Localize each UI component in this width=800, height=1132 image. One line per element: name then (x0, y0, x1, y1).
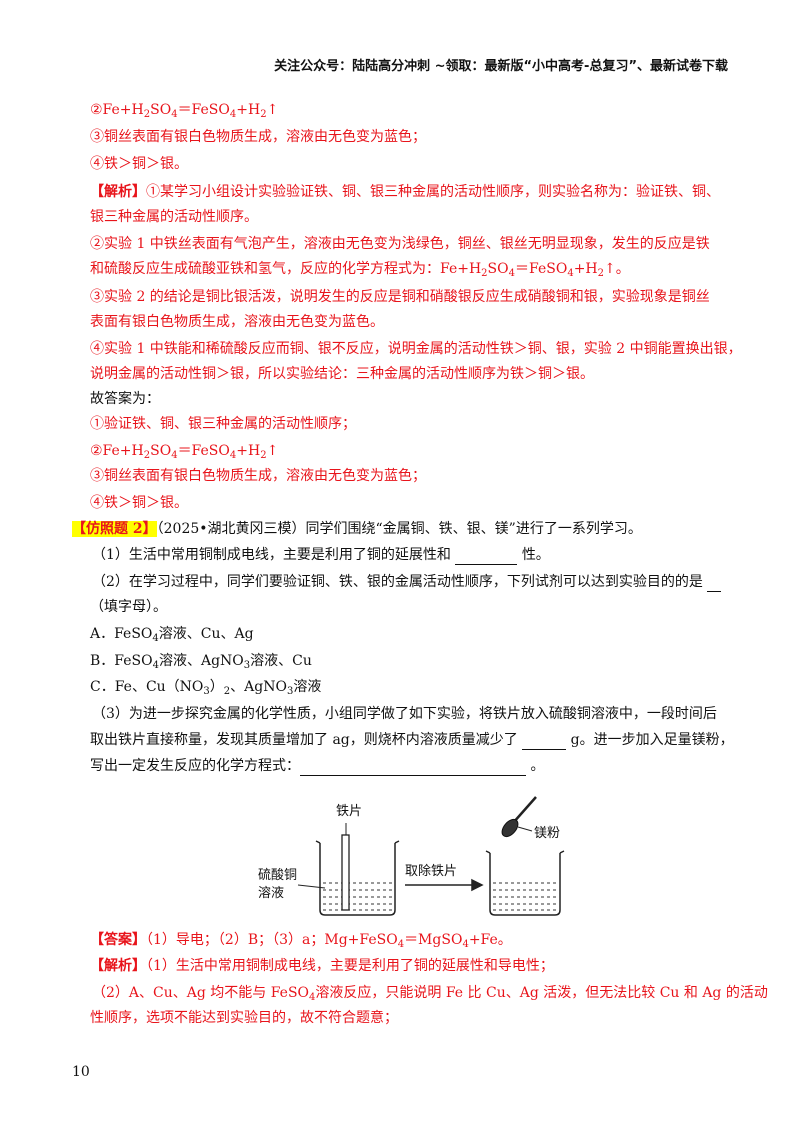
conclusion-item-2: ②Fe+H2SO4＝FeSO4+H2↑ (90, 443, 279, 461)
answer-item-2: ②Fe+H2SO4＝FeSO4+H2↑ (90, 102, 279, 120)
option-a: A．FeSO4溶液、Cu、Ag (90, 626, 254, 644)
answer-tag: 【答案】 (90, 932, 146, 948)
analysis-2-tag: 【解析】 (90, 958, 146, 974)
page-header: 关注公众号：陆陆高分冲刺 ~领取：最新版“小中高考-总复习”、最新试卷下载 (274, 59, 728, 74)
page-number: 10 (72, 1064, 90, 1080)
answer-item-3: ③铜丝表面有银白色物质生成，溶液由无色变为蓝色； (90, 129, 426, 145)
option-c: C．Fe、Cu（NO3）2、AgNO3溶液 (90, 679, 322, 697)
analysis-para-2-cont: 和硫酸反应生成硫酸亚铁和氢气，反应的化学方程式为：Fe+H2SO4＝FeSO4+… (90, 261, 630, 279)
analysis-2-para-2-cont: 性顺序，选项不能达到实验目的，故不符合题意； (90, 1010, 398, 1026)
experiment-figure: 铁片 硫酸铜 溶液 取除铁片 镁粉 (250, 795, 580, 920)
solution-label-2: 溶液 (258, 886, 284, 901)
question-2-cont: （填字母）。 (90, 599, 167, 615)
analysis-para-1: 【解析】①某学习小组设计实验验证铁、铜、银三种金属的活动性顺序，则实验名称为：验… (90, 184, 720, 200)
answer-blank-2[interactable] (707, 577, 722, 592)
analysis-para-2: ②实验 1 中铁丝表面有气泡产生，溶液由无色变为浅绿色，铜丝、银丝无明显现象，发… (90, 236, 710, 252)
solution-label-1: 硫酸铜 (258, 868, 297, 883)
answer-item-4: ④铁＞铜＞银。 (90, 156, 188, 172)
mg-label-leader (517, 826, 533, 832)
analysis-para-3: ③实验 2 的结论是铜比银活泼，说明发生的反应是铜和硝酸银反应生成硝酸铜和银，实… (90, 289, 710, 305)
spoon-icon (501, 796, 537, 838)
analysis-para-4-cont: 说明金属的活动性铜＞银，所以实验结论：三种金属的活动性顺序为铁＞铜＞银。 (90, 366, 594, 382)
left-beaker (315, 840, 400, 916)
conclusion-item-3: ③铜丝表面有银白色物质生成，溶液由无色变为蓝色； (90, 468, 426, 484)
iron-strip (341, 834, 350, 911)
answer-blank-3[interactable] (522, 735, 567, 750)
conclusion-item-1: ①验证铁、铜、银三种金属的活动性顺序； (90, 416, 356, 432)
analysis-2-para-1: 【解析】（1）生活中常用铜制成电线，主要是利用了铜的延展性和导电性； (90, 958, 554, 974)
analysis-tag: 【解析】 (90, 184, 146, 200)
question-2: （2）在学习过程中，同学们要验证铜、铁、银的金属活动性顺序，下列试剂可以达到实验… (92, 572, 722, 592)
experiment-diagram: 铁片 硫酸铜 溶液 取除铁片 镁粉 (258, 796, 565, 916)
right-solution-lines (493, 882, 557, 911)
mg-label: 镁粉 (534, 826, 560, 841)
left-solution-lines (323, 882, 392, 911)
conclusion-label: 故答案为： (90, 391, 160, 407)
question-intro: 【仿照题 2】（2025•湖北黄冈三模）同学们围绕“金属铜、铁、银、镁”进行了一… (72, 521, 642, 537)
question-3: （3）为进一步探究金属的化学性质，小组同学做了如下实验，将铁片放入硫酸铜溶液中，… (92, 706, 717, 722)
analysis-para-4: ④实验 1 中铁能和稀硫酸反应而铜、银不反应，说明金属的活动性铁＞铜、银，实验 … (90, 341, 742, 357)
question-tag: 【仿照题 2】 (72, 521, 157, 537)
arrow-label: 取除铁片 (405, 864, 457, 879)
answer-blank-1[interactable] (455, 550, 518, 565)
answer-2: 【答案】（1）导电；（2）B；（3）a；Mg+FeSO4＝MgSO4+Fe。 (90, 932, 512, 950)
analysis-para-1-cont: 银三种金属的活动性顺序。 (90, 209, 258, 225)
solution-label-leader (297, 884, 326, 889)
question-3-cont: 取出铁片直接称量，发现其质量增加了 ag，则烧杯内溶液质量减少了 g。进一步加入… (90, 732, 734, 750)
question-1: （1）生活中常用铜制成电线，主要是利用了铜的延展性和 性。 (92, 547, 550, 565)
analysis-2-para-2: （2）A、Cu、Ag 均不能与 FeSO4溶液反应，只能说明 Fe 比 Cu、A… (92, 985, 768, 1003)
option-b: B．FeSO4溶液、AgNO3溶液、Cu (90, 653, 312, 671)
iron-label: 铁片 (336, 804, 362, 819)
conclusion-item-4: ④铁＞铜＞银。 (90, 495, 188, 511)
answer-blank-4[interactable] (300, 761, 526, 776)
analysis-para-3-cont: 表面有银白色物质生成，溶液由无色变为蓝色。 (90, 314, 384, 330)
right-beaker (485, 850, 565, 916)
question-3-cont-2: 写出一定发生反应的化学方程式： 。 (90, 758, 545, 776)
arrow-icon (405, 878, 484, 892)
